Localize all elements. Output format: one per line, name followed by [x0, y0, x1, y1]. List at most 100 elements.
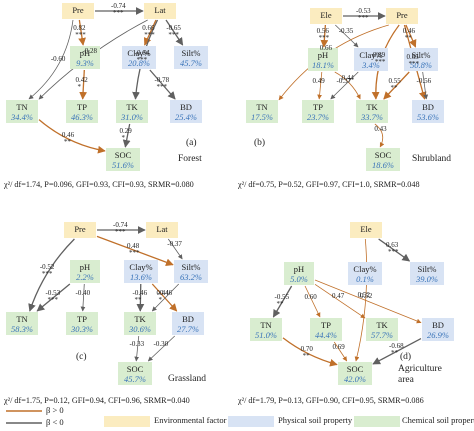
- significance-stars: **: [391, 349, 398, 358]
- coefficient-label: 0.47: [332, 292, 345, 301]
- fit-statistics: χ²/ df=1.75, P=0.12, GFI=0.94, CFI=0.96,…: [4, 396, 190, 405]
- coefficient-label: -0.40: [75, 288, 91, 297]
- coefficient-label: -0.56: [416, 76, 432, 85]
- coefficient-label: 0.46: [402, 27, 415, 35]
- significance-stars: **: [63, 137, 71, 146]
- fit-statistics: χ²/ df=1.74, P=0.096, GFI=0.93, CFI=0.93…: [4, 180, 194, 189]
- path-shrubland-pre-silt: [405, 24, 417, 48]
- path-shrubland-silt-tk: [383, 71, 410, 100]
- coefficient-label: 0.63: [386, 241, 399, 249]
- coefficient-label: 0.55: [388, 76, 401, 85]
- significance-stars: *: [158, 295, 163, 304]
- coefficient-label: -0.74: [113, 221, 128, 229]
- path-forest-lat-silt: [165, 19, 184, 46]
- coefficient-label: 0.82: [73, 23, 86, 32]
- coefficient-label: -0.46: [157, 288, 173, 297]
- path-agriculture-ele-silt: [378, 238, 411, 262]
- significance-stars: ***: [41, 270, 53, 279]
- significance-stars: ***: [358, 14, 369, 22]
- significance-stars: ***: [388, 248, 399, 256]
- path-grassland-ph-tn: [36, 283, 71, 312]
- coefficient-label: -0.37: [336, 76, 352, 85]
- coefficient-label: 0.44: [156, 288, 169, 297]
- coefficient-label: -0.53: [356, 7, 371, 15]
- path-forest-tn-soc: [38, 119, 106, 154]
- significance-stars: ***: [374, 57, 386, 66]
- legend-environmental-swatch: [104, 416, 150, 427]
- node-clay: Clay%13.6%: [124, 260, 158, 283]
- coefficient-label: 0.66: [142, 23, 155, 32]
- path-agriculture-tp-soc: [333, 341, 348, 362]
- significance-stars: ***: [129, 248, 140, 257]
- coefficient-label: 0.52: [357, 291, 370, 300]
- legend-line-samples: [6, 410, 42, 424]
- coefficient-label: -0.28: [82, 46, 97, 55]
- path-grassland-clay-bd: [151, 283, 178, 312]
- panel-title: Grassland: [168, 374, 206, 384]
- coefficient-label: -0.68: [389, 342, 404, 351]
- path-agriculture-ph-tn: [272, 285, 293, 318]
- path-forest-ph-tp: [79, 69, 87, 100]
- legend-chemical-label: Chemical soil property: [402, 415, 474, 425]
- fit-statistics: χ²/ df=1.79, P=0.13, GFI=0.90, CFI=0.95,…: [238, 396, 424, 405]
- path-grassland-lat-silt: [167, 238, 183, 260]
- path-forest-lat-clay: [143, 19, 157, 46]
- significance-stars: *: [77, 82, 82, 91]
- panel-letter: (c): [76, 352, 87, 362]
- node-silt: Silt%45.7%: [174, 46, 208, 69]
- panel-title: Forest: [178, 154, 202, 164]
- path-forest-clay-bd: [149, 69, 176, 100]
- coefficient-label: 0.56: [316, 27, 329, 35]
- significance-stars: ***: [144, 30, 155, 39]
- node-clay: Clay%3.4%: [354, 48, 388, 71]
- coefficient-label: 0.44: [341, 74, 354, 83]
- coefficient-label: -0.55: [274, 292, 290, 301]
- node-silt: Silt%39.0%: [410, 262, 444, 285]
- path-agriculture-bd-soc: [372, 337, 422, 365]
- legend-negative-label: β < 0: [46, 417, 64, 427]
- coefficient-label: 0.49: [312, 76, 325, 85]
- coefficient-label: -0.30: [153, 339, 169, 348]
- node-lat: Lat: [144, 3, 176, 19]
- significance-stars: ***: [156, 82, 168, 91]
- node-ele: Ele: [310, 8, 342, 24]
- path-shrubland-clay-tp: [330, 71, 359, 100]
- coefficient-label: -0.53: [45, 288, 61, 297]
- significance-stars: *: [121, 133, 126, 142]
- path-agriculture-tn-soc: [282, 337, 338, 367]
- path-forest-tk-soc: [122, 123, 131, 148]
- path-shrubland-tk-soc: [374, 123, 385, 148]
- coefficient-label: 0.66: [319, 44, 332, 53]
- significance-stars: **: [404, 34, 412, 42]
- path-grassland-pre-tn: [28, 238, 75, 312]
- coefficient-label: -0.35: [338, 27, 354, 35]
- coefficient-label: -0.65: [166, 23, 181, 32]
- path-shrubland-ph-tk: [334, 71, 361, 100]
- panel-title: Agriculture area: [398, 364, 442, 385]
- significance-stars: ***: [47, 295, 59, 304]
- legend-chemical-swatch: [354, 416, 400, 427]
- coefficient-label: -0.60: [50, 54, 66, 63]
- coefficient-label: 0.52: [360, 292, 373, 301]
- coefficient-label: 0.48: [127, 241, 140, 250]
- path-shrubland-silt-bd: [422, 71, 429, 100]
- significance-stars: **: [390, 83, 398, 92]
- path-grassland-pre-silt: [96, 235, 174, 266]
- panel-letter: (b): [254, 138, 266, 148]
